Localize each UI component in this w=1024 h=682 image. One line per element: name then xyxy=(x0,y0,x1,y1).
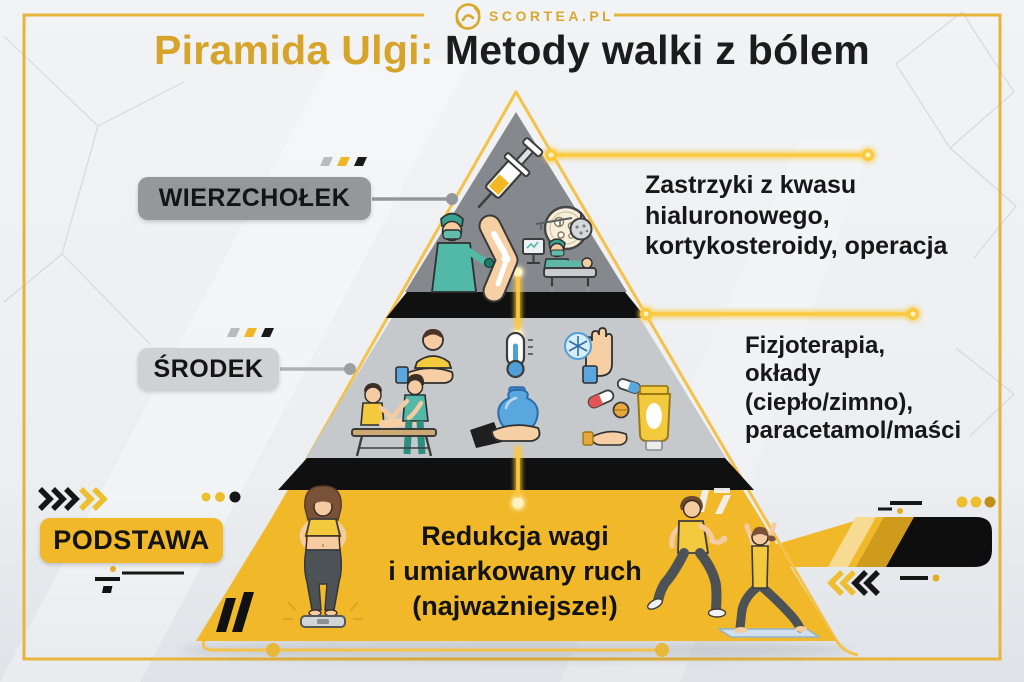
description-top-level: Zastrzyki z kwasu hialuronowego, kortyko… xyxy=(645,171,948,260)
operating-room-icon xyxy=(522,212,597,292)
dash-trio-srodek xyxy=(227,328,274,337)
label-connectors xyxy=(280,193,458,375)
hand-snowflake-icon xyxy=(564,327,613,384)
left-dots-trio xyxy=(201,491,241,503)
band-1 xyxy=(386,292,646,318)
label-srodek-text: ŚRODEK xyxy=(153,354,264,383)
dash-trio-wierzcholek xyxy=(320,157,367,166)
description-base-level: Redukcja wagi i umiarkowany ruch (najważ… xyxy=(388,521,642,622)
pills-ointment-icon xyxy=(582,378,672,451)
massage-icon xyxy=(351,374,437,457)
page-title-highlight: Piramida Ulgi: xyxy=(153,27,434,73)
walking-man-icon xyxy=(646,496,728,618)
base-slash-marks-left xyxy=(101,586,254,632)
right-banner-dashes xyxy=(878,501,940,582)
pyramid-outline xyxy=(201,90,859,657)
label-wierzcholek: WIERZCHOŁEK xyxy=(138,177,371,220)
corner-polygon-decor xyxy=(3,11,1017,437)
page-title: Piramida Ulgi:Metody walki z bólem xyxy=(0,27,1024,74)
description-middle-level: Fizjoterapia, okłady (ciepło/zimno), par… xyxy=(745,332,962,444)
scortea-swirl-logo xyxy=(455,3,481,30)
right-chevrons-left-arrows xyxy=(827,570,880,596)
glow-connectors xyxy=(512,149,919,509)
yoga-pose-icon xyxy=(716,522,822,638)
label-wierzcholek-text: WIERZCHOŁEK xyxy=(158,184,351,212)
brand-name: SCORTEA.PL xyxy=(489,8,615,24)
page-title-rest: Metody walki z bólem xyxy=(444,27,871,73)
left-chevrons-right-arrows xyxy=(38,487,108,511)
thermometer-icon xyxy=(505,331,533,379)
band-2 xyxy=(278,458,754,490)
woman-on-scale-icon xyxy=(283,485,363,628)
syringe-icon xyxy=(477,137,544,209)
label-podstawa-text: PODSTAWA xyxy=(53,525,210,555)
surgeon-knee-exam-icon xyxy=(430,212,519,303)
caring-hand-person-icon xyxy=(395,329,454,384)
hand-ice-pack-icon xyxy=(470,386,541,448)
right-dots-trio xyxy=(956,496,996,508)
label-podstawa: PODSTAWA xyxy=(40,518,223,563)
label-srodek: ŚRODEK xyxy=(138,348,279,390)
dash-under-podstawa xyxy=(95,566,184,581)
